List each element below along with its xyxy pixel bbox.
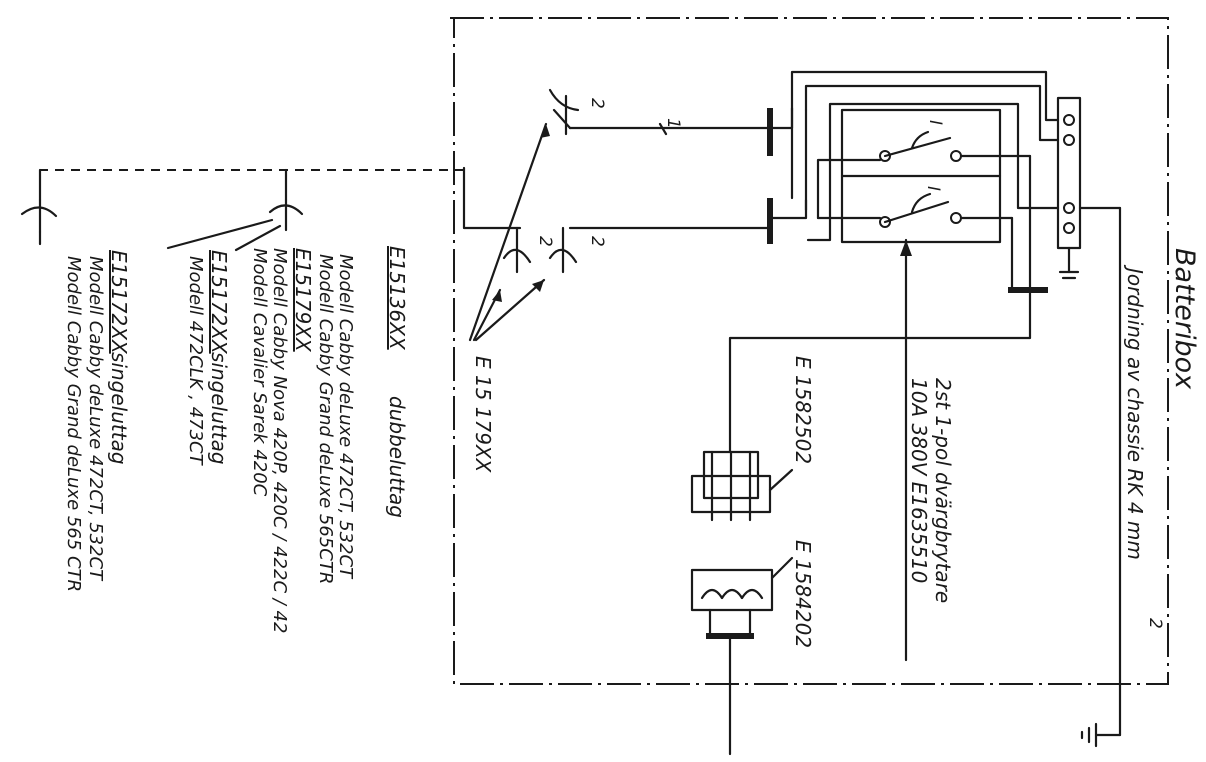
- label-e1584202: E 1584202: [791, 540, 815, 648]
- battery-box-title: Batteribox: [1169, 248, 1200, 390]
- legend-suffix: dubbeluttag: [385, 396, 409, 518]
- ground-symbol-inner: [1058, 246, 1080, 280]
- socket-e1584202: [690, 556, 794, 756]
- leader-lines-e15179xx: [468, 122, 550, 342]
- grounding-sup: 2: [1145, 618, 1165, 629]
- switch-mark-top: I: [925, 120, 945, 125]
- label-e1582502: E 1582502: [791, 356, 815, 464]
- external-dashed-line: [38, 168, 464, 202]
- terminal-block: [1056, 96, 1122, 737]
- battery-box-border: [450, 17, 1169, 685]
- socket-c: [548, 226, 578, 274]
- legend-suffix: singeluttag: [107, 352, 131, 465]
- breaker-switch-top: [879, 130, 1032, 292]
- breaker-label-line2: 10A 380V E1635510: [907, 378, 931, 583]
- breaker-label-line1: 2st 1-pol dvärgbrytare: [931, 378, 955, 603]
- legend-suffix: singeluttag: [207, 352, 231, 465]
- pin-label-2b: 2: [535, 236, 555, 247]
- legend-e15172xx-b: E15172XX singeluttag Modell Cabby deLuxe…: [63, 250, 131, 592]
- breaker-switch-bottom: [879, 192, 1014, 292]
- legend-e15136xx: E15136XX dubbeluttag Modell Cabby deLuxe…: [315, 246, 409, 584]
- legend-e15179xx: E15179XX Modell Cabby Nova 420P, 420C / …: [249, 248, 315, 633]
- ground-symbol-outer: [1080, 722, 1122, 748]
- switch-mark-bottom: I: [923, 186, 943, 191]
- pin-label-2a: 2: [587, 98, 607, 109]
- label-e15179xx-box: E 15 179XX: [471, 356, 495, 474]
- legend-line: Modell Cabby Grand deLuxe 565 CTR: [63, 256, 84, 592]
- legend-code: E15179XX: [291, 248, 315, 353]
- pin-label-2c: 2: [587, 236, 607, 247]
- breaker-housing: [840, 108, 1002, 244]
- legend-line: Modell Cabby deLuxe 472CT, 532CT: [85, 256, 106, 582]
- pin-label-1: 1: [663, 118, 683, 129]
- legend-e15172xx-a: E15172XX singeluttag Modell 472CLK , 473…: [185, 250, 231, 467]
- wire-socket-bc: [462, 166, 772, 230]
- legend-line: Modell Cabby Grand deLuxe 565CTR: [315, 254, 336, 584]
- grounding-label: Jordning av chassie RK 4 mm: [1123, 264, 1147, 560]
- legend-code: E15136XX: [385, 246, 409, 351]
- socket-b: [502, 226, 532, 274]
- legend-code: E15172XX: [107, 250, 131, 355]
- legend-line: Modell Cabby deLuxe 472CT, 532CT: [335, 254, 356, 580]
- legend-leaders: [38, 218, 282, 252]
- wire-socket-a: [568, 122, 772, 136]
- socket-a: [548, 88, 580, 136]
- outlet-e15136xx: [268, 168, 304, 232]
- plug-e1582502: [690, 288, 1032, 522]
- legend-code: E15172XX: [207, 250, 231, 355]
- legend-line: Modell Cavalier Sarek 420C: [249, 248, 270, 497]
- legend-line: Modell 472CLK , 473CT: [185, 256, 206, 467]
- legend-line: Modell Cabby Nova 420P, 420C / 422C / 42: [269, 248, 290, 633]
- outlet-left: [20, 198, 58, 234]
